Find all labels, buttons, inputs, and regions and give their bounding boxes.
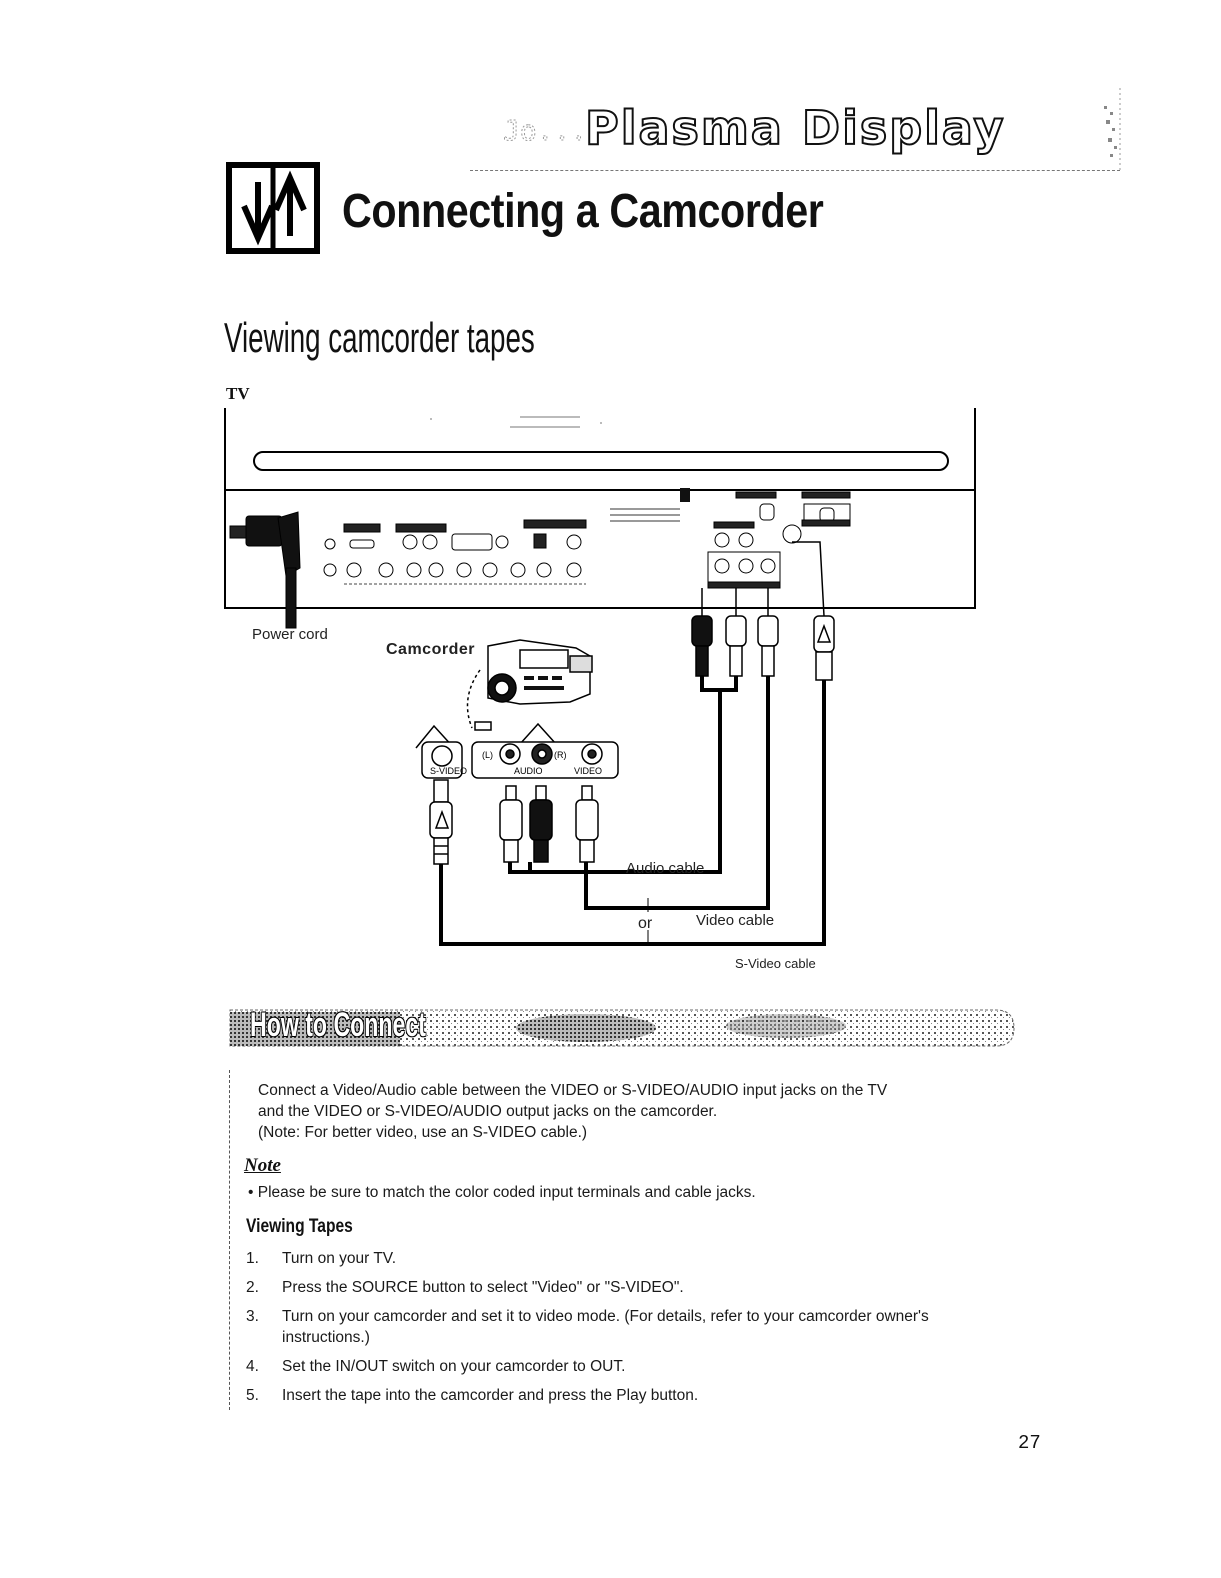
right-jack-label: (R)	[554, 750, 567, 760]
section-title: Viewing camcorder tapes	[224, 314, 535, 361]
cables	[439, 676, 826, 946]
step-number: 1.	[246, 1250, 259, 1267]
connection-arrows-icon	[226, 162, 320, 254]
svg-text:Jo...: Jo...	[503, 114, 587, 147]
note-bullet: • Please be sure to match the color code…	[248, 1184, 756, 1201]
header-rule	[470, 170, 1120, 171]
note-heading: Note	[244, 1155, 281, 1176]
corner-decoration	[1104, 88, 1121, 170]
audio-jack-label: AUDIO	[514, 766, 543, 776]
svg-text:Plasma Display: Plasma Display	[585, 101, 1006, 155]
list-item: 5. Insert the tape into the camcorder an…	[246, 1385, 986, 1406]
tv-illustration	[224, 408, 976, 609]
or-label: or	[638, 915, 653, 932]
tv-side-plugs	[691, 541, 835, 681]
power-cord-label: Power cord	[252, 626, 328, 643]
how-to-connect-banner	[229, 1009, 1015, 1047]
how-to-connect-title: How to Connect	[250, 1006, 426, 1044]
page-title: Connecting a Camcorder	[342, 185, 824, 238]
step-text: Turn on your camcorder and set it to vid…	[282, 1308, 929, 1346]
video-jack-label: VIDEO	[574, 766, 602, 776]
steps-list: 1. Turn on your TV. 2. Press the SOURCE …	[246, 1248, 986, 1414]
svideo-cable-label: S-Video cable	[735, 956, 816, 971]
step-number: 4.	[246, 1358, 259, 1375]
svideo-jack-label: S-VIDEO	[430, 766, 467, 776]
step-text: Press the SOURCE button to select "Video…	[282, 1279, 684, 1296]
step-number: 3.	[246, 1308, 259, 1325]
camcorder-output-jacks	[415, 722, 619, 779]
tv-label: TV	[226, 384, 250, 403]
left-margin-rule	[229, 1070, 230, 1410]
step-text: Set the IN/OUT switch on your camcorder …	[282, 1358, 626, 1375]
intro-line: and the VIDEO or S-VIDEO/AUDIO output ja…	[258, 1103, 718, 1120]
intro-line: (Note: For better video, use an S-VIDEO …	[258, 1124, 588, 1141]
intro-line: Connect a Video/Audio cable between the …	[258, 1082, 888, 1099]
step-number: 2.	[246, 1279, 259, 1296]
list-item: 2. Press the SOURCE button to select "Vi…	[246, 1277, 986, 1298]
connection-diagram: S-VIDEO (L) (R) AUDIO VIDEO	[224, 408, 976, 946]
list-item: 4. Set the IN/OUT switch on your camcord…	[246, 1356, 986, 1377]
list-item: 1. Turn on your TV.	[246, 1248, 986, 1269]
camcorder-illustration	[466, 639, 593, 731]
plasma-display-logo: Jo... Plasma Display	[503, 100, 1006, 156]
list-item: 3. Turn on your camcorder and set it to …	[246, 1306, 986, 1348]
camcorder-plugs	[429, 779, 599, 865]
step-text: Turn on your TV.	[282, 1250, 397, 1267]
camcorder-label: Camcorder	[386, 641, 475, 658]
step-number: 5.	[246, 1387, 259, 1404]
steps-heading: Viewing Tapes	[246, 1216, 353, 1237]
intro-paragraph: Connect a Video/Audio cable between the …	[258, 1080, 988, 1143]
audio-cable-label: Audio cable	[626, 860, 705, 877]
left-jack-label: (L)	[482, 750, 493, 760]
video-cable-label: Video cable	[696, 912, 775, 929]
power-plug	[229, 511, 301, 629]
step-text: Insert the tape into the camcorder and p…	[282, 1387, 699, 1404]
page-number: 27	[1018, 1432, 1041, 1454]
